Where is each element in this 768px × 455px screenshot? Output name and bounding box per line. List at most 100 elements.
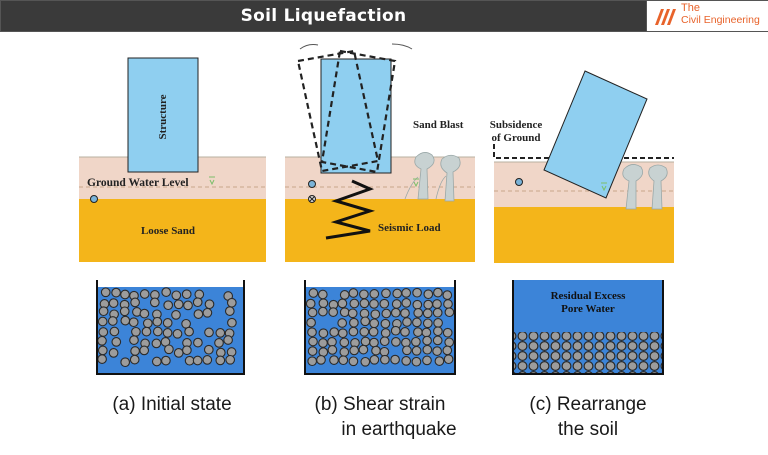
soil-grain [108, 298, 119, 308]
soil-grain [202, 307, 213, 318]
soil-grain [402, 317, 412, 327]
soil-grain [327, 345, 338, 355]
soil-grain [184, 355, 195, 366]
soil-grain [162, 328, 173, 338]
subsidence-label-line2: of Ground [491, 132, 540, 144]
soil-grain [192, 355, 203, 366]
soil-grain [182, 345, 192, 356]
dispersed-grain-packing [305, 287, 455, 367]
soil-grain [318, 306, 328, 317]
soil-grain [432, 346, 442, 356]
soil-grain [108, 348, 119, 358]
caption-b: (b) Shear strain in earthquake [290, 392, 470, 442]
soil-grain [339, 347, 350, 357]
soil-grain [227, 317, 237, 328]
soil-grain [443, 354, 454, 365]
soil-grain [433, 326, 443, 337]
soil-grain [400, 327, 410, 337]
soil-grain [162, 318, 173, 328]
soil-grain [411, 345, 422, 356]
rocking-outline [296, 49, 397, 174]
soil-grain [139, 345, 150, 356]
dense-grain-packing [514, 332, 662, 373]
soil-grain [111, 287, 121, 298]
soil-grain [120, 289, 130, 300]
tank-wall [304, 280, 456, 375]
soil-grain [442, 327, 453, 338]
soil-grain [381, 288, 391, 299]
soil-grain [337, 298, 348, 309]
soil-grain [370, 309, 381, 320]
sand-blast-plume [404, 152, 461, 202]
soil-grain [348, 288, 359, 298]
caption-c-line2: the soil [557, 419, 619, 440]
soil-grain [337, 318, 348, 328]
soil-grain [413, 308, 424, 318]
soil-grain [107, 316, 118, 326]
soil-grain [111, 337, 122, 347]
soil-grain [379, 298, 390, 309]
soil-grain [349, 345, 360, 356]
soil-grain [391, 337, 401, 347]
soil-grain [307, 356, 318, 367]
soil-grain [307, 307, 318, 318]
soil-grain [422, 318, 433, 329]
caption-c-line1: (c) Rearrange [529, 394, 647, 415]
soil-grain [308, 288, 319, 298]
soil-grain [401, 298, 412, 308]
soil-grain [413, 327, 423, 337]
soil-grain [318, 338, 328, 348]
soil-grain [215, 328, 226, 338]
soil-grain [339, 307, 350, 318]
soil-grain [151, 338, 162, 349]
soil-grain [97, 316, 108, 327]
soil-grain [151, 356, 162, 367]
soil-grain [422, 335, 432, 346]
soil-grain [360, 316, 371, 327]
title-bar: Soil Liquefaction The Civil Engineering [0, 0, 768, 32]
caption-b-line1: (b) Shear strain [314, 394, 446, 415]
soil-grain [163, 300, 174, 311]
soil-grain [401, 288, 412, 298]
soil-grain [139, 308, 150, 319]
soil-grain [183, 300, 193, 311]
soil-grain [225, 354, 236, 365]
soil-grain [380, 328, 391, 338]
soil-grain [317, 289, 328, 300]
soil-grain [318, 328, 329, 339]
soil-grain [401, 356, 412, 366]
soil-grain [434, 356, 445, 366]
tank-wall [512, 280, 664, 375]
soil-grain [327, 337, 337, 347]
soil-grain [422, 355, 432, 366]
soil-grain [421, 327, 432, 338]
liquefaction-diagram: Structure Ground Water Level Loose Sand [79, 43, 674, 375]
soil-grain [433, 287, 443, 298]
soil-grain [369, 354, 380, 365]
soil-grain [193, 309, 204, 319]
soil-grain [204, 299, 215, 310]
soil-grain [152, 326, 163, 337]
caption-c: (c) Rearrange the soil [498, 392, 678, 442]
soil-grain [307, 327, 317, 338]
caption-a-line1: (a) Initial state [112, 394, 232, 415]
soil-grain [368, 326, 379, 337]
soil-grain [120, 315, 131, 326]
soil-grain [171, 290, 182, 301]
caption-b-line2: in earthquake [341, 419, 457, 440]
soil-grain [379, 346, 390, 357]
pore-pressure-marker [308, 180, 316, 188]
logo-stripes-icon [655, 9, 676, 25]
soil-grain [432, 335, 443, 346]
caption-a: (a) Initial state [82, 392, 262, 417]
soil-grain [128, 317, 139, 328]
panel-c: Subsidence of Ground [490, 70, 674, 263]
soil-grain [98, 327, 109, 337]
soil-grain [226, 297, 237, 308]
structure-block [127, 57, 199, 173]
soil-grain [339, 290, 350, 300]
soil-grain [97, 345, 108, 356]
soil-grain [329, 355, 339, 365]
soil-grain [381, 308, 392, 319]
page-title: Soil Liquefaction [240, 6, 407, 26]
